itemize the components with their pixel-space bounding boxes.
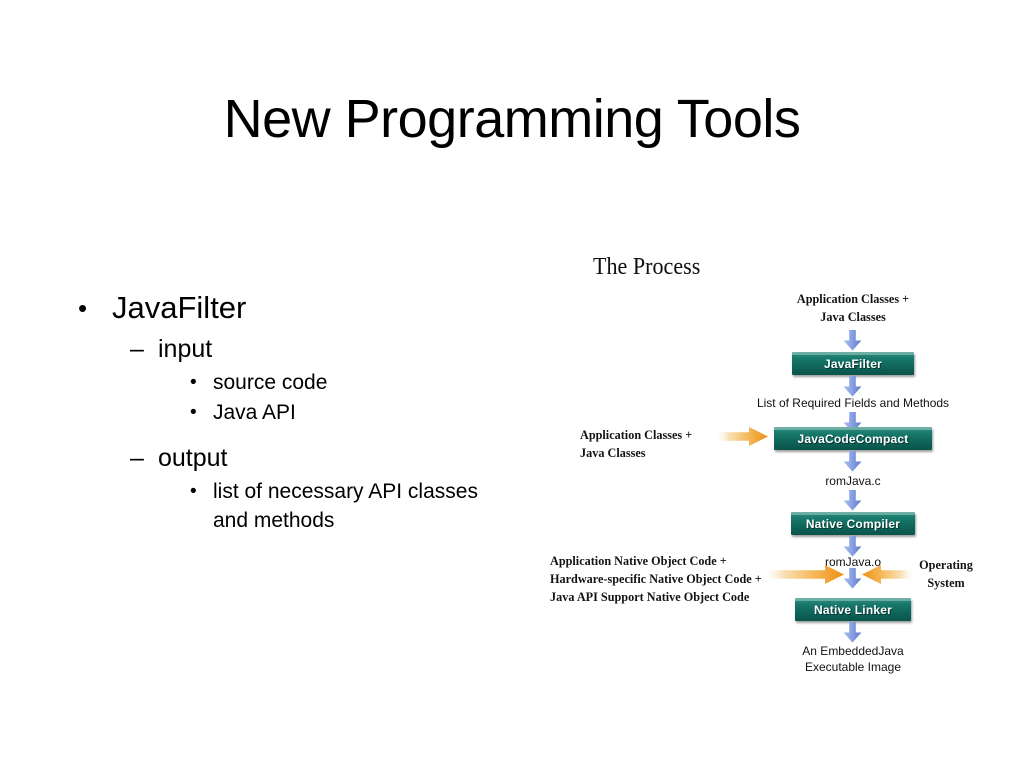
flow-arrow-down-icon xyxy=(843,451,862,472)
flow-arrow-down-icon xyxy=(843,536,862,557)
label-side-input-line2: Java Classes xyxy=(580,445,646,460)
label-top-input-line1: Application Classes + xyxy=(796,291,910,306)
label-linker-input-line3: Java API Support Native Object Code xyxy=(550,589,750,604)
outline-item-label: Java API xyxy=(213,401,296,424)
outline-item-label: source code xyxy=(213,371,328,394)
outline-item-java-api: • Java API xyxy=(190,398,548,427)
process-box-nativelinker: Native Linker xyxy=(795,598,911,621)
diagram-title: The Process xyxy=(593,254,701,280)
dash-marker-icon: – xyxy=(130,335,144,363)
process-box-label: JavaFilter xyxy=(823,356,883,371)
bullet-marker-icon: • xyxy=(190,481,197,502)
label-operating-system-line1: Operating xyxy=(919,557,973,572)
outline-item-javafilter: • JavaFilter xyxy=(78,288,548,328)
label-after-compact: romJava.c xyxy=(825,474,881,488)
flow-arrow-down-icon xyxy=(843,376,862,397)
bullet-marker-icon: • xyxy=(78,293,88,323)
dash-marker-icon: – xyxy=(130,444,144,472)
bullet-outline: • JavaFilter – input • source code • Jav… xyxy=(78,288,548,536)
outline-item-input: – input xyxy=(130,332,548,366)
label-operating-system-line2: System xyxy=(927,575,965,590)
label-after-javafilter: List of Required Fields and Methods xyxy=(756,396,950,410)
label-side-input-line1: Application Classes + xyxy=(580,427,693,442)
label-final-output-line2: Executable Image xyxy=(804,660,902,674)
bullet-marker-icon: • xyxy=(190,372,197,393)
process-box-javafilter: JavaFilter xyxy=(792,352,914,375)
flow-arrow-down-icon xyxy=(843,490,862,511)
process-box-nativecompiler: Native Compiler xyxy=(791,512,915,535)
flow-arrow-down-icon xyxy=(843,622,862,643)
bullet-marker-icon: • xyxy=(190,402,197,423)
flow-arrow-down-icon xyxy=(843,330,862,351)
label-linker-input-line2: Hardware-specific Native Object Code + xyxy=(550,571,762,586)
outline-item-label: JavaFilter xyxy=(112,290,247,325)
input-arrow-right-icon xyxy=(764,565,844,584)
outline-item-source-code: • source code xyxy=(190,368,548,397)
flow-arrow-down-icon xyxy=(843,568,862,589)
outline-item-label: list of necessary API classes and method… xyxy=(213,480,478,532)
input-arrow-right-icon xyxy=(716,427,768,446)
outline-item-label: input xyxy=(158,335,213,363)
outline-item-output: – output xyxy=(130,441,548,475)
process-box-label: Native Compiler xyxy=(805,516,901,531)
label-linker-input-line1: Application Native Object Code + xyxy=(550,553,727,568)
label-after-compiler: romJava.o xyxy=(824,555,882,569)
label-final-output-line1: An EmbeddedJava xyxy=(802,644,904,658)
process-box-label: Native Linker xyxy=(814,602,892,617)
page-title: New Programming Tools xyxy=(223,89,801,149)
outline-item-api-list: • list of necessary API classes and meth… xyxy=(190,477,548,535)
label-top-input-line2: Java Classes xyxy=(820,309,886,324)
os-input-arrow-left-icon xyxy=(862,565,914,584)
process-box-javacodecompact: JavaCodeCompact xyxy=(774,427,932,450)
process-diagram: The Process Application Classes + Java C… xyxy=(548,246,1000,688)
outline-item-label: output xyxy=(158,444,228,472)
process-box-label: JavaCodeCompact xyxy=(797,431,909,446)
